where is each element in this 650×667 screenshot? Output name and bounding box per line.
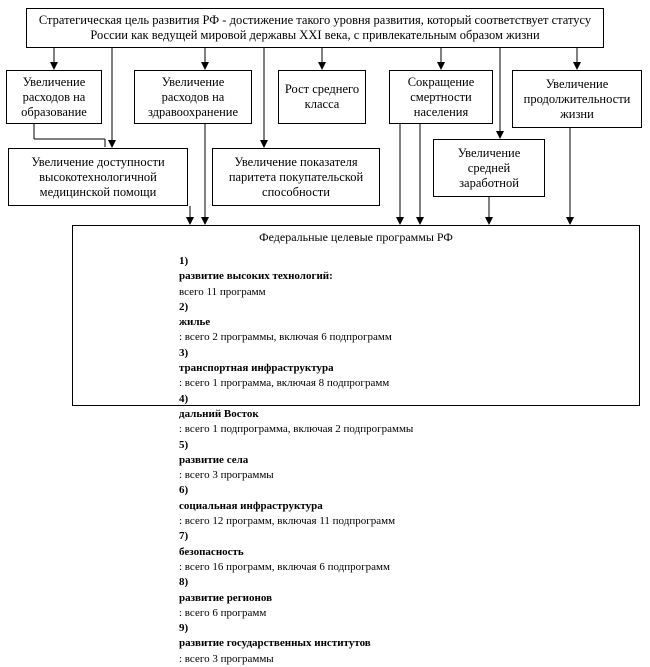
box-healthcare-spending: Увеличение расходов на здравоохранение [134,70,252,124]
program-item: 1) развитие высоких технологий: всего 11… [179,255,333,298]
strategic-goal-box: Стратегическая цель развития РФ - достиж… [26,8,604,48]
program-item: 7) безопасность: всего 16 программ, вклю… [179,530,390,573]
average-salary-text: Увеличение средней заработной [457,145,521,190]
box-life-expectancy: Увеличение продолжительности жизни [512,70,642,128]
box-education-spending: Увеличение расходов на образование [6,70,102,124]
federal-programs-list: 1) развитие высоких технологий: всего 11… [179,254,413,667]
connector-lines [33,48,581,225]
program-item: 2) жилье: всего 2 программы, включая 6 п… [179,300,392,344]
program-item: 5) развитие села: всего 3 программы [179,438,274,482]
federal-programs-title: Федеральные целевые программы РФ [259,230,453,244]
life-expectancy-text: Увеличение продолжительности жизни [523,76,631,121]
hitech-medicine-text: Увеличение доступности высокотехнологичн… [31,154,165,199]
program-item: 8) развитие регионов: всего 6 программ [179,576,273,619]
box-hitech-medicine: Увеличение доступности высокотехнологичн… [8,148,188,206]
flow-diagram: Стратегическая цель развития РФ - достиж… [6,8,642,665]
program-item: 3) транспортная инфраструктура: всего 1 … [179,346,390,390]
mortality-reduction-text: Сокращение смертности населения [407,74,475,119]
healthcare-spending-text: Увеличение расходов на здравоохранение [147,74,239,119]
strategic-goal-text: Стратегическая цель развития РФ - достиж… [38,13,592,42]
program-item: 6) социальная инфраструктура: всего 12 п… [179,484,396,528]
education-spending-text: Увеличение расходов на образование [21,74,87,119]
federal-programs-box: Федеральные целевые программы РФ 1) разв… [72,225,640,665]
box-mortality-reduction: Сокращение смертности населения [389,70,493,124]
program-item: 4) дальний Восток: всего 1 подпрограмма,… [179,392,414,436]
middle-class-text: Рост среднего класса [284,82,360,111]
purchasing-power-text: Увеличение показателя паритета покупател… [228,154,364,199]
program-item: 9) развитие государственных институтов: … [179,622,371,665]
box-average-salary: Увеличение средней заработной [433,139,545,197]
box-purchasing-power: Увеличение показателя паритета покупател… [212,148,380,206]
box-middle-class: Рост среднего класса [278,70,366,124]
